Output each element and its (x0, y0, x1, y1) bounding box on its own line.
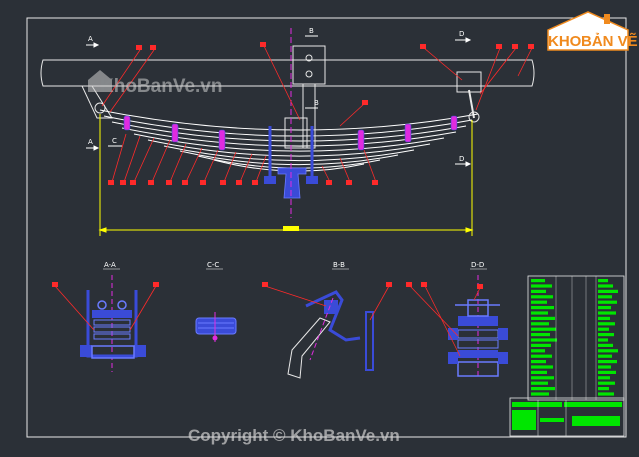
u-bolt-nuts (264, 176, 318, 184)
front-eye (94, 102, 106, 114)
copyright-watermark: Copyright © KhoBanVe.vn (188, 426, 400, 445)
table-row (598, 392, 614, 396)
table-row (531, 349, 545, 353)
table-row (598, 284, 613, 288)
kho-ban-ve-logo: KHO BẢN VẼ (547, 11, 638, 51)
table-row (598, 279, 608, 283)
section-mark-a-bottom: A (88, 138, 93, 146)
house-icon (88, 70, 112, 92)
section-view-aa: A-A (52, 261, 159, 372)
section-arrows (86, 35, 472, 167)
table-row (598, 365, 611, 369)
table-row (531, 354, 552, 358)
parts-table (509, 275, 625, 437)
watermark-center-text: KhoBanVe.vn (100, 76, 222, 97)
table-row (531, 327, 556, 331)
table-row (598, 360, 617, 364)
table-row (531, 392, 549, 396)
table-row (531, 279, 545, 283)
section-mark-d-top: D (459, 30, 464, 38)
view-title-dd: D-D (471, 261, 484, 269)
view-title-cc: C-C (207, 261, 219, 269)
logo-text-banve: BẢN VẼ (581, 32, 638, 50)
leader-tags (108, 42, 534, 185)
table-row (531, 306, 554, 310)
table-row (531, 289, 546, 293)
center-bracket-bolt-mid (305, 70, 313, 78)
table-row (531, 338, 557, 342)
table-row (598, 333, 614, 337)
section-view-bb: B-B (262, 261, 392, 379)
center-watermark: KhoBanVe.vn (88, 70, 222, 97)
table-row (598, 354, 612, 358)
table-row (598, 343, 613, 347)
section-view-dd: D-D (406, 261, 508, 378)
table-row (598, 306, 611, 310)
table-row (531, 295, 553, 299)
rear-eye (468, 111, 480, 123)
rear-shackle-link (468, 89, 475, 119)
table-row (598, 338, 608, 342)
table-row (598, 300, 617, 304)
u-bolts (268, 126, 314, 182)
section-mark-b-bottom: B (314, 99, 319, 107)
section-mark-a-top: A (88, 35, 93, 43)
center-block (284, 117, 308, 149)
section-mark-b-top: B (309, 27, 314, 35)
table-row (598, 387, 609, 391)
table-row (598, 376, 610, 380)
table-row (531, 284, 552, 288)
section-view-cc: C-C (195, 261, 237, 342)
table-row (531, 333, 550, 337)
center-bracket-bolt-top (305, 54, 313, 62)
table-row (531, 316, 555, 320)
logo-text-kho: KHO (548, 33, 582, 50)
parts-table-rows (531, 276, 618, 400)
dimension-value-box (283, 226, 299, 231)
table-row (531, 343, 551, 347)
table-row (598, 322, 615, 326)
table-row (598, 295, 612, 299)
table-row (531, 381, 548, 385)
section-mark-c: C (112, 137, 117, 145)
table-row (531, 376, 554, 380)
leaf-clips (123, 115, 458, 151)
view-title-bb: B-B (333, 261, 345, 269)
title-block (509, 397, 625, 437)
leader-lines (101, 45, 533, 183)
table-row (531, 360, 546, 364)
rear-shackle-bracket (456, 71, 482, 93)
center-rod (302, 83, 316, 149)
view-title-aa: A-A (104, 261, 116, 269)
main-spring-view: A A B B C D D (40, 27, 535, 236)
table-row (598, 349, 618, 353)
table-row (598, 370, 616, 374)
table-row (531, 370, 547, 374)
center-bracket (292, 45, 326, 85)
table-row (598, 311, 616, 315)
leaf-stack (99, 109, 479, 172)
table-row (598, 289, 618, 293)
table-row (531, 322, 549, 326)
drawing-border (26, 17, 627, 438)
axle-housing (277, 167, 307, 199)
chassis-rail (40, 59, 535, 87)
table-row (598, 327, 609, 331)
table-row (531, 365, 553, 369)
section-mark-d-bottom: D (459, 155, 464, 163)
table-row (531, 387, 555, 391)
table-row (531, 311, 548, 315)
table-row (598, 381, 615, 385)
table-row (598, 316, 610, 320)
table-row (531, 300, 547, 304)
